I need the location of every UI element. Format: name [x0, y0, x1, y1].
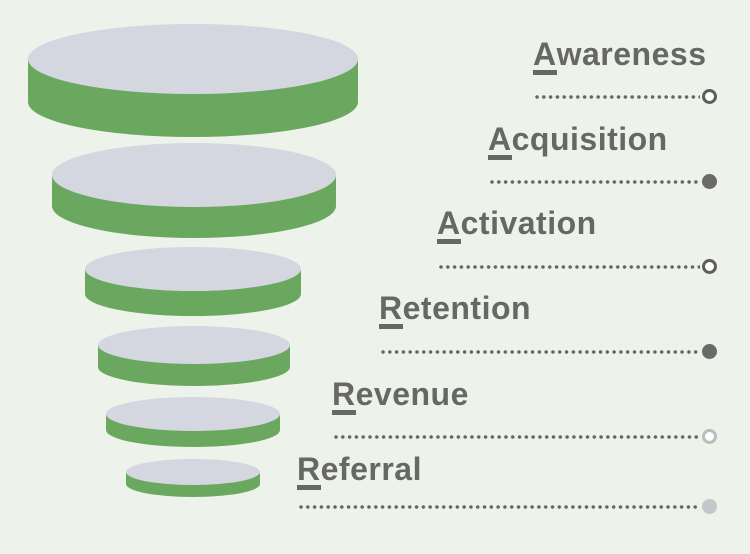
stage-initial: A: [533, 38, 557, 75]
stage-connector-retention: [381, 350, 700, 354]
stage-endpoint-activation: [702, 259, 717, 274]
stage-connector-referral: [299, 505, 700, 509]
stage-connector-awareness: [535, 95, 700, 99]
stage-label-rest: ctivation: [460, 205, 597, 241]
stage-connector-revenue: [334, 435, 700, 439]
stage-label-referral: Referral: [297, 453, 422, 490]
stage-initial: A: [488, 123, 512, 160]
stage-label-rest: eferral: [320, 451, 422, 487]
stage-initial: R: [379, 292, 403, 329]
stage-label-activation: Activation: [437, 207, 597, 244]
stage-endpoint-awareness: [702, 89, 717, 104]
stage-label-rest: cquisition: [511, 121, 668, 157]
stage-label-rest: evenue: [355, 376, 469, 412]
stage-endpoint-revenue: [702, 429, 717, 444]
stage-label-revenue: Revenue: [332, 378, 469, 415]
stage-initial: R: [297, 453, 321, 490]
stage-initial: A: [437, 207, 461, 244]
stage-label-awareness: Awareness: [533, 38, 706, 75]
stage-label-rest: wareness: [556, 36, 707, 72]
stage-connector-acquisition: [490, 180, 700, 184]
stage-connector-activation: [439, 265, 700, 269]
stage-label-retention: Retention: [379, 292, 531, 329]
stage-endpoint-retention: [702, 344, 717, 359]
stage-endpoint-acquisition: [702, 174, 717, 189]
stage-initial: R: [332, 378, 356, 415]
stage-label-acquisition: Acquisition: [488, 123, 668, 160]
stage-endpoint-referral: [702, 499, 717, 514]
stage-label-rest: etention: [402, 290, 532, 326]
